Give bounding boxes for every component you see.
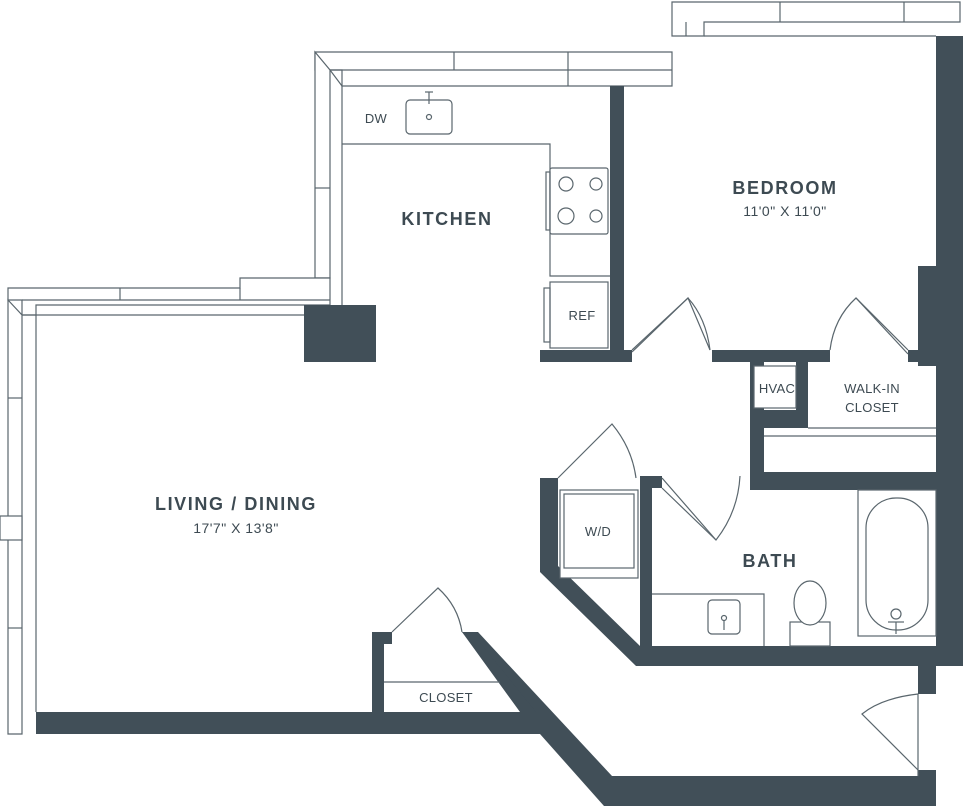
bath-name: BATH (742, 551, 797, 571)
walk-in-closet-door (829, 297, 909, 351)
walk-in-closet-label-line2: CLOSET (845, 400, 899, 415)
stove-icon (549, 167, 609, 235)
washer-dryer-unit (559, 489, 639, 579)
closet-fixtures (384, 365, 936, 683)
exterior-window-strips (0, 1, 961, 735)
living-dining-dims: 17'7" X 13'8" (193, 520, 279, 536)
bath-fixtures (652, 489, 937, 647)
laundry-door (557, 423, 637, 479)
refrigerator-label: REF (569, 308, 596, 323)
closet-door (391, 587, 463, 633)
bedroom-name: BEDROOM (732, 178, 837, 198)
kitchen-name: KITCHEN (401, 209, 492, 229)
bedroom-door (631, 296, 711, 351)
doors (391, 296, 919, 776)
hvac-label: HVAC (759, 381, 795, 396)
closet-label: CLOSET (419, 690, 473, 705)
bath-door (661, 475, 741, 541)
toilet-icon (793, 580, 827, 626)
dishwasher-label: DW (365, 111, 388, 126)
bedroom-dims: 11'0" X 11'0" (743, 203, 827, 219)
washer-dryer-label: W/D (585, 524, 611, 539)
living-dining-name: LIVING / DINING (155, 494, 317, 514)
hvac-unit (753, 365, 797, 409)
walls (36, 36, 963, 806)
walk-in-closet-label-line1: WALK-IN (844, 381, 900, 396)
bathtub-icon (865, 497, 929, 631)
kitchen-fixtures (342, 91, 610, 349)
room-labels: BEDROOM 11'0" X 11'0" KITCHEN LIVING / D… (155, 111, 900, 705)
